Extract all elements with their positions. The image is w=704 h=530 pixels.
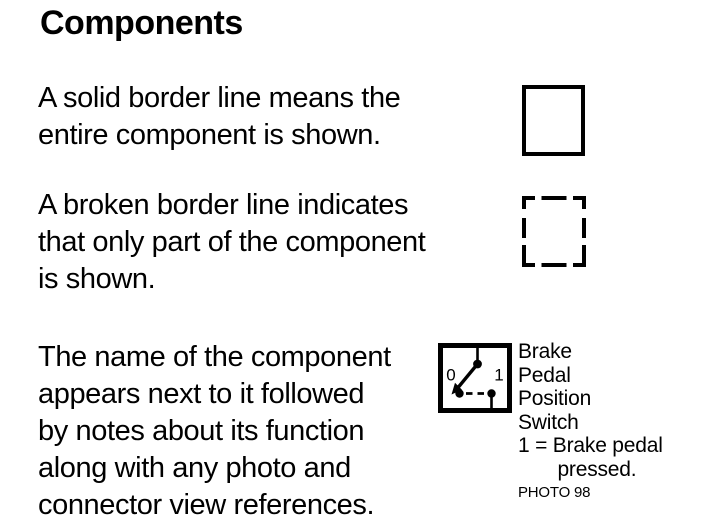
switch-frame <box>438 343 512 413</box>
broken-border-component-symbol <box>522 196 586 267</box>
component-name-explanation: The name of the component appears next t… <box>38 341 391 521</box>
switch-position-1-label: 1 <box>494 366 503 385</box>
broken-border-explanation: A broken border line indicates that only… <box>38 189 426 295</box>
component-note: 1 = Brake pedal pressed. <box>518 434 663 481</box>
switch-lever-arrowhead <box>451 382 462 395</box>
page-title: Components <box>40 4 243 42</box>
component-name: Brake Pedal Position Switch <box>518 340 592 434</box>
switch-position-0-contact <box>455 389 464 398</box>
brake-pedal-position-switch-symbol: 0 1 <box>438 343 512 413</box>
switch-position-0-label: 0 <box>446 366 455 385</box>
photo-reference: PHOTO 98 <box>518 484 591 501</box>
solid-border-component-symbol <box>522 85 585 156</box>
solid-border-explanation: A solid border line means the entire com… <box>38 82 401 151</box>
component-annotation-column: Brake Pedal Position Switch 1 = Brake pe… <box>518 340 704 502</box>
